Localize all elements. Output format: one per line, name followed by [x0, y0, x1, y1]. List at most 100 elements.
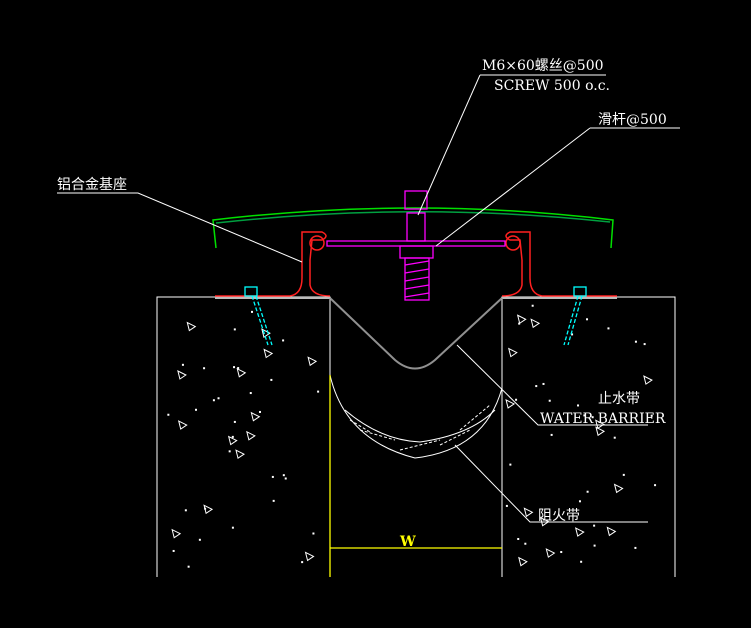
aggregate-dot — [580, 560, 583, 563]
aggregate-triangle — [545, 548, 556, 558]
aggregate-triangle — [236, 367, 247, 378]
aggregate-dot — [231, 435, 234, 438]
aggregate-dot — [622, 473, 625, 476]
aggregate-dot — [181, 363, 184, 366]
aggregate-triangle — [235, 449, 246, 460]
aggregate-triangle — [574, 527, 585, 537]
aggregate-triangle — [518, 556, 528, 567]
aggregate-dot — [198, 538, 201, 541]
aggregate-dot — [187, 565, 190, 568]
base-label: 铝合金基座 — [57, 176, 127, 193]
aggregate-dot — [535, 385, 538, 388]
aggregate-dot — [524, 542, 527, 545]
screw-label-cn: M6×60螺丝@500 — [482, 58, 604, 74]
anchor-screw-right — [563, 286, 587, 346]
aggregate-triangle — [171, 528, 182, 539]
aggregate-dot — [577, 404, 580, 407]
water-barrier-label-en: WATER BARRIER — [540, 411, 666, 427]
width-dimension — [329, 375, 502, 577]
concrete-aggregate — [167, 304, 657, 568]
aggregate-triangle — [606, 526, 617, 537]
aggregate-dot — [237, 367, 240, 370]
aggregate-dot — [542, 382, 545, 385]
aggregate-dot — [272, 499, 275, 502]
aggregate-triangle — [261, 328, 271, 338]
aggregate-dot — [228, 450, 231, 453]
concrete-left — [156, 296, 331, 577]
aggregate-dot — [505, 504, 508, 507]
aggregate-dot — [593, 524, 596, 527]
aggregate-dot — [578, 500, 581, 503]
aggregate-dot — [650, 414, 653, 417]
aggregate-dot — [284, 477, 287, 480]
aggregate-dot — [233, 366, 236, 369]
fire-barrier-label: 阻火带 — [538, 508, 580, 524]
aggregate-triangle — [505, 399, 516, 409]
aggregate-dot — [613, 436, 616, 439]
aggregate-triangle — [186, 321, 197, 332]
aggregate-triangle — [246, 430, 256, 441]
aggregate-triangle — [177, 370, 187, 380]
aggregate-dot — [586, 318, 589, 321]
aggregate-dot — [195, 408, 198, 411]
concrete-right — [501, 296, 676, 577]
aggregate-triangle — [304, 551, 315, 562]
aggregate-dot — [586, 490, 589, 493]
aggregate-dot — [167, 413, 170, 416]
aggregate-dot — [515, 398, 518, 401]
aggregate-dot — [593, 544, 596, 547]
aggregate-dot — [282, 339, 285, 342]
aggregate-dot — [518, 322, 521, 325]
aggregate-triangle — [227, 435, 238, 446]
aggregate-dot — [654, 484, 657, 487]
aggregate-dot — [184, 509, 187, 512]
aggregate-dot — [643, 343, 646, 346]
water-barrier — [329, 297, 503, 370]
aggregate-triangle — [516, 314, 527, 325]
aggregate-dot — [560, 551, 563, 554]
aggregate-dot — [517, 537, 520, 540]
aggregate-dot — [249, 392, 252, 395]
aggregate-dot — [250, 310, 253, 313]
aluminum-base — [215, 231, 617, 297]
aggregate-dot — [271, 475, 274, 478]
aggregate-triangle — [643, 375, 653, 385]
aggregate-triangle — [177, 420, 188, 430]
aggregate-triangle — [530, 318, 541, 329]
aggregate-dot — [231, 526, 234, 529]
aggregate-triangle — [613, 483, 624, 494]
aggregate-dot — [583, 414, 586, 417]
leader-lines — [57, 74, 680, 523]
slide-bar-and-bolt — [326, 190, 506, 301]
aggregate-dot — [312, 532, 315, 535]
aggregate-dot — [204, 507, 207, 510]
aggregate-dot — [607, 327, 610, 330]
aggregate-dot — [203, 367, 206, 370]
aggregate-dot — [233, 328, 236, 331]
aggregate-triangle — [307, 356, 318, 367]
aggregate-dot — [258, 410, 261, 413]
aggregate-dot — [217, 397, 220, 400]
aggregate-dot — [550, 433, 553, 436]
aggregate-dot — [548, 399, 551, 402]
aggregate-triangle — [263, 348, 274, 359]
aggregate-triangle — [595, 419, 605, 430]
aggregate-dot — [270, 378, 273, 381]
aggregate-triangle — [508, 347, 518, 358]
aggregate-triangle — [250, 411, 261, 422]
aggregate-dot — [634, 340, 637, 343]
anchor-screw-left — [244, 286, 273, 346]
screw-label-en: SCREW 500 o.c. — [494, 78, 610, 94]
aggregate-dot — [591, 416, 594, 419]
aggregate-dot — [634, 546, 637, 549]
aggregate-triangle — [595, 426, 606, 437]
aggregate-triangle — [523, 507, 534, 518]
cover-plate — [212, 207, 614, 249]
aggregate-dot — [233, 420, 236, 423]
aggregate-dot — [172, 549, 175, 552]
water-barrier-label-cn: 止水带 — [598, 391, 640, 407]
slide-bar-label: 滑杆@500 — [598, 111, 667, 128]
aggregate-dot — [531, 304, 534, 307]
aggregate-dot — [282, 474, 285, 477]
